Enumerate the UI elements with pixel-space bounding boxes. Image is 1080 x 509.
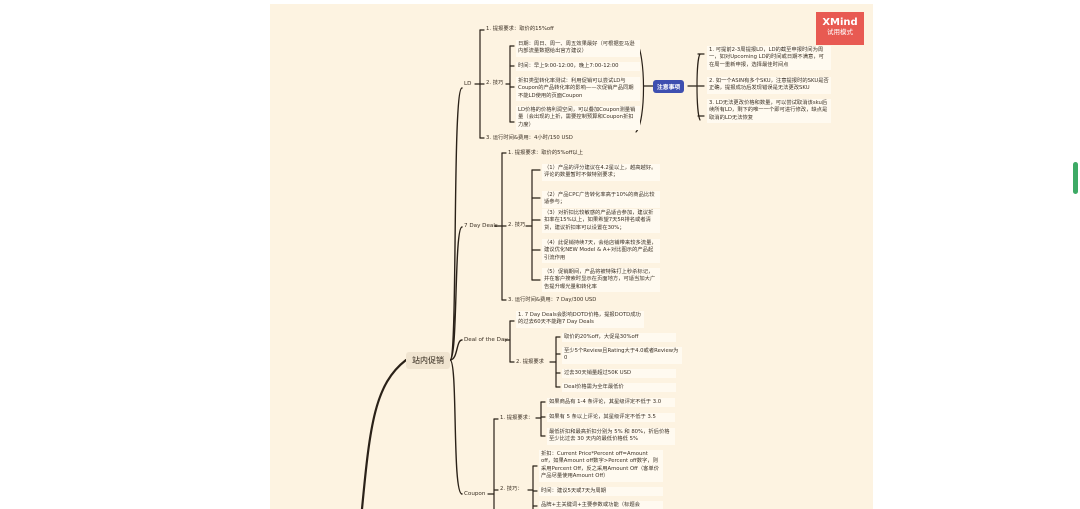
sd-tip-2[interactable]: （2）产品CPC广告转化率高于10%的商品比较适参与；: [542, 191, 660, 208]
note-item-3[interactable]: 3. LD无法更改价格和数量，可以尝试取消该sku后续所有LD，剩下的唯一一个即…: [707, 99, 831, 124]
topic-ld[interactable]: LD: [464, 81, 472, 87]
ld-tip-price[interactable]: LD价格的价格利润空间，可以叠加Coupon测量销量（会出现的上折，需要控制预算…: [516, 106, 640, 131]
coupon-requirement[interactable]: 1. 提报要求：: [500, 415, 534, 421]
sd-tips[interactable]: 2. 技巧: [508, 222, 526, 228]
topic-7-day-deals[interactable]: 7 Day Deals: [464, 223, 498, 229]
dotd-requirement-1[interactable]: 1. 7 Day Deals会影响DOTD价格，提报DOTD成功的过去60天不能…: [516, 311, 644, 328]
coupon-tip-1[interactable]: 折扣：Current Price*Percent off=Amount off，…: [539, 450, 663, 482]
coupon-req-2[interactable]: 如果有 5 条以上评论，其星级评定不低于 3.5: [547, 413, 675, 423]
central-topic[interactable]: 站内促销: [406, 352, 450, 369]
note-item-2[interactable]: 2. 如一个ASIN有多个SKU，注意提报时的SKU是否正确，提报成功后发现错误…: [707, 77, 831, 94]
sd-requirement[interactable]: 1. 提报要求：取价的5%off以上: [508, 150, 584, 156]
topic-coupon[interactable]: Coupon: [464, 491, 486, 497]
sd-tip-3[interactable]: （3）对折扣比较敏感的产品适合参加，建议折扣率在15%以上，如果希望7天5R排名…: [542, 209, 660, 234]
dotd-requirement-2[interactable]: 2. 提报要求: [516, 359, 544, 365]
sd-time-cost[interactable]: 3. 运行时间&费用：7 Day/300 USD: [508, 297, 597, 303]
dotd-item-2[interactable]: 至少5个Review且Rating大于4.0或者Review为0: [562, 347, 682, 364]
dotd-item-4[interactable]: Deal价格需为全年最低价: [562, 383, 676, 393]
ld-tip-date[interactable]: 日期：周日、周一、周五效果最好（可根据亚马逊内部流量数据给出官方建议）: [516, 40, 640, 57]
sd-tip-4[interactable]: （4）此促销持续7天，会给店铺带来较多流量，建议优化NEW Model & A+…: [542, 239, 660, 264]
coupon-tip-3[interactable]: 品牌+主关键词+主要参数或功能（标题会: [539, 501, 663, 509]
topic-deal-of-the-day[interactable]: Deal of the Day: [464, 337, 508, 343]
coupon-req-3[interactable]: 最低折扣和最高折扣分别为 5% 和 80%，折后价格至少比过去 30 天内的最低…: [547, 428, 675, 445]
note-tag[interactable]: 注意事项: [653, 80, 685, 93]
mindmap-connectors: [360, 29, 705, 509]
ld-requirement[interactable]: 1. 提报要求：取价的15%off: [486, 26, 554, 32]
vertical-scrollbar-thumb[interactable]: [1073, 162, 1078, 194]
ld-tip-time[interactable]: 时间：早上9:00-12:00，晚上7:00-12:00: [516, 62, 640, 72]
mindmap-canvas: 站内促销 LD 1. 提报要求：取价的15%off 2. 技巧 日期：周日、周一…: [270, 4, 873, 509]
ld-time-cost[interactable]: 3. 运行时间&费用：4小时/150 USD: [486, 135, 573, 141]
dotd-item-3[interactable]: 过去30天销量超过50K USD: [562, 369, 676, 379]
coupon-req-1[interactable]: 如果商品有 1-4 条评论，其星级评定不低于 3.0: [547, 398, 675, 408]
ld-tips[interactable]: 2. 技巧: [486, 80, 504, 86]
trial-mode-label: 试用模式: [827, 28, 853, 36]
note-item-1[interactable]: 1. 可提前2-3周提报LD，LD的截至申报时间为周一，如对Upcoming L…: [707, 46, 831, 71]
xmind-trial-badge[interactable]: XMind 试用模式: [816, 12, 864, 45]
sd-tip-1[interactable]: （1）产品的评分建议在4.2星以上，越高越好。评论的数量暂时不做特别要求；: [542, 164, 660, 181]
coupon-tip-2[interactable]: 时间：建议5天或7天为周期: [539, 487, 663, 497]
dotd-item-1[interactable]: 取价的20%off，大促是30%off: [562, 333, 676, 343]
xmind-logo-text: XMind: [822, 17, 858, 28]
coupon-tips[interactable]: 2. 技巧：: [500, 486, 523, 492]
ld-tip-discount-type[interactable]: 折扣类型转化率测试：利用促销可以尝试LD与Coupon的产品转化率的影响——次促…: [516, 77, 640, 102]
sd-tip-5[interactable]: （5）促销期间，产品将被特殊打上秒杀标记，并在客户搜索时显示在页面地方，可适当加…: [542, 268, 660, 293]
